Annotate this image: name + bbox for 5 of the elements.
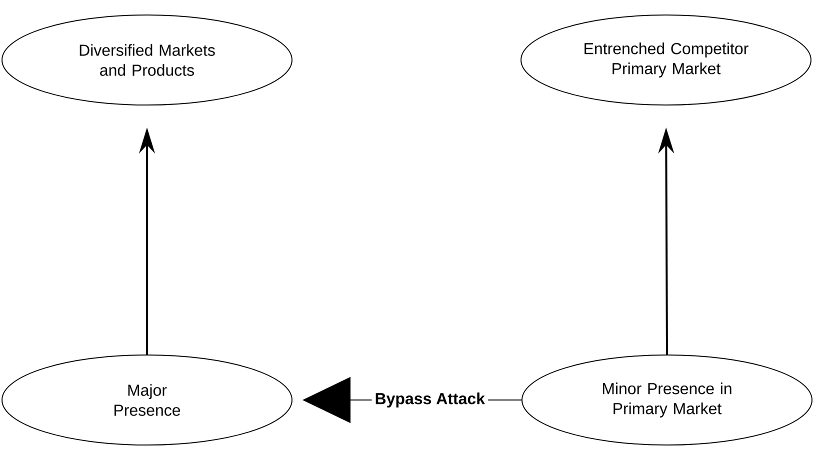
- ellipse-node: Diversified Markets and Products: [2, 14, 292, 106]
- ellipse-node: Major Presence: [2, 354, 292, 446]
- ellipse-node: Minor Presence in Primary Market: [522, 354, 812, 446]
- edge-label: Bypass Attack: [372, 390, 488, 410]
- ellipse-node: Entrenched Competitor Primary Market: [520, 14, 812, 106]
